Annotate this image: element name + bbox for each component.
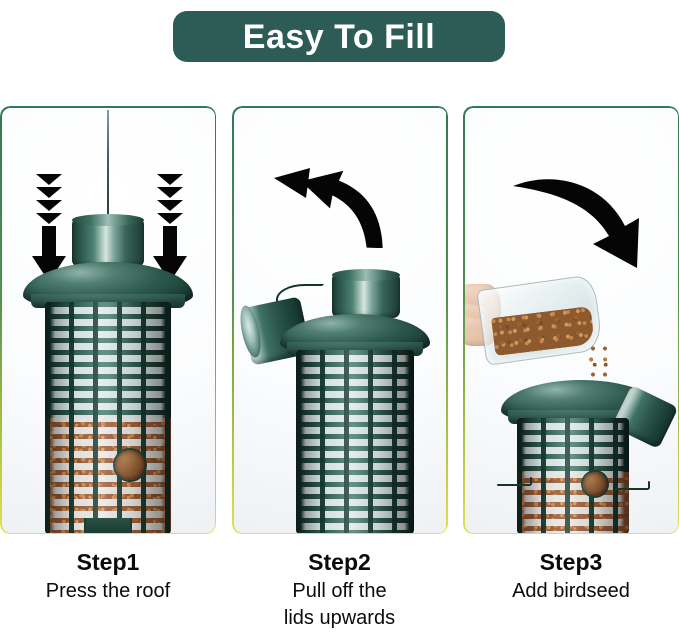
caption-step-1: Step1 Press the roof <box>0 548 216 632</box>
perch-left <box>497 477 532 486</box>
step-3-illustration <box>463 106 679 534</box>
bird-feeder-icon <box>232 106 448 534</box>
caption-step-2-text: Pull off the lids upwards <box>283 580 396 629</box>
caption-step-3: Step3 Add birdseed <box>463 548 679 632</box>
caption-step-1-title: Step1 <box>76 549 140 575</box>
caption-step-2: Step2 Pull off the lids upwards <box>232 548 448 632</box>
feeder-cage <box>517 418 629 534</box>
step-1-illustration <box>0 106 216 534</box>
page-title: Easy To Fill <box>242 17 436 56</box>
caption-step-3-title: Step3 <box>539 549 603 575</box>
step-3-panel <box>463 106 679 534</box>
feeder-base-plate <box>84 518 132 534</box>
perch-right <box>615 481 650 490</box>
feeder-cage <box>295 350 414 534</box>
captions-row: Step1 Press the roof Step2 Pull off the … <box>0 548 679 632</box>
feeder-collar <box>331 269 400 318</box>
caption-step-1-text: Press the roof <box>45 580 171 602</box>
step-2-illustration <box>231 106 448 534</box>
caption-step-3-text: Add birdseed <box>512 580 630 602</box>
steps-panel-row <box>0 106 679 536</box>
feeder-cage <box>45 302 171 534</box>
bird-feeder-icon <box>463 106 679 534</box>
step-1-panel <box>0 106 216 534</box>
header-banner: Easy To Fill <box>173 11 505 62</box>
step-2-panel <box>231 106 448 534</box>
bird-feeder-icon <box>0 106 216 534</box>
feeder-cap <box>72 214 144 267</box>
cage-shading <box>517 418 629 534</box>
caption-step-2-title: Step2 <box>308 549 371 575</box>
cage-shading <box>45 302 171 534</box>
cage-shading <box>295 350 414 534</box>
